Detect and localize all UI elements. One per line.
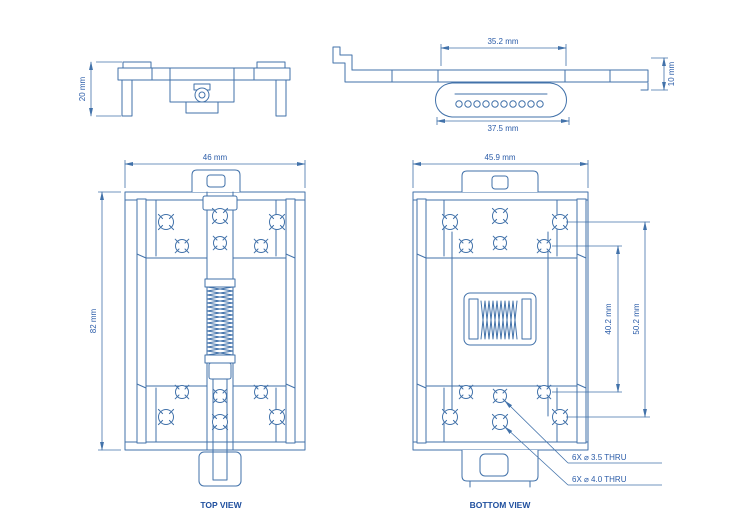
- hole-4-0: [551, 408, 569, 426]
- bottom-view-body: [412, 170, 589, 488]
- side-profile-outline: [332, 46, 649, 118]
- dim-label-bottom-width: 45.9 mm: [484, 153, 515, 162]
- dim-label-front-height: 20 mm: [78, 76, 87, 101]
- side-top-width-dimension: 35.2 mm: [440, 37, 567, 66]
- hole-4-0: [268, 408, 286, 426]
- top-view-height-dimension: 82 mm: [89, 191, 121, 451]
- spring-coil-horizontal: [463, 292, 537, 346]
- side-profile-view: 35.2 mm 37.5 mm 10 mm: [332, 37, 676, 133]
- bottom-view-outer-height-dimension: 50.2 mm: [566, 221, 650, 418]
- hole-callout-small-thru: 6X ⌀ 3.5 THRU: [504, 400, 662, 464]
- dim-label-side-height: 10 mm: [667, 61, 676, 86]
- hole-3-5: [212, 388, 228, 404]
- callout-label-3-5-thru: 6X ⌀ 3.5 THRU: [572, 453, 627, 462]
- hole-3-5: [536, 238, 552, 254]
- dim-label-side-top-width: 35.2 mm: [487, 37, 518, 46]
- top-view: 46 mm 82 mm TOP VIEW: [89, 153, 306, 510]
- bottom-view-inner-height-dimension: 40.2 mm: [552, 245, 622, 393]
- front-height-dimension: 20 mm: [78, 61, 122, 117]
- hole-callout-large-thru: 6X ⌀ 4.0 THRU: [504, 426, 662, 486]
- hole-4-0: [441, 408, 459, 426]
- dim-label-side-bottom-width: 37.5 mm: [487, 124, 518, 133]
- dim-label-outer-height: 50.2 mm: [632, 303, 641, 334]
- callout-label-4-0-thru: 6X ⌀ 4.0 THRU: [572, 475, 627, 484]
- hole-3-5: [253, 384, 269, 400]
- hole-3-5: [253, 238, 269, 254]
- hole-3-5: [212, 235, 228, 251]
- bottom-view-width-dimension: 45.9 mm: [412, 153, 589, 188]
- dim-label-top-width: 46 mm: [203, 153, 228, 162]
- dim-label-inner-height: 40.2 mm: [604, 303, 613, 334]
- bottom-view: 45.9 mm 40.2 mm 50.2 mm 6X ⌀ 3.5 THRU 6X…: [412, 153, 662, 510]
- side-height-dimension: 10 mm: [651, 57, 676, 91]
- bottom-view-label: BOTTOM VIEW: [470, 500, 532, 510]
- front-profile-outline: [117, 61, 291, 117]
- front-profile-view: 20 mm: [78, 61, 291, 117]
- hole-3-5: [174, 384, 190, 400]
- hole-3-5: [492, 235, 508, 251]
- hole-3-5: [458, 238, 474, 254]
- top-view-width-dimension: 46 mm: [124, 153, 306, 188]
- top-view-label: TOP VIEW: [200, 500, 242, 510]
- hole-4-0: [211, 207, 229, 225]
- side-bottom-width-dimension: 37.5 mm: [436, 117, 570, 133]
- hole-4-0: [211, 413, 229, 431]
- hole-4-0: [157, 408, 175, 426]
- spring-side-coils: [455, 100, 544, 108]
- hole-4-0: [491, 207, 509, 225]
- hole-4-0: [268, 213, 286, 231]
- hole-3-5: [458, 384, 474, 400]
- top-view-body: [124, 169, 306, 487]
- hole-3-5: [174, 238, 190, 254]
- hole-3-5: [536, 384, 552, 400]
- dim-label-top-height: 82 mm: [89, 308, 98, 333]
- hole-4-0: [157, 213, 175, 231]
- spring-coil-vertical: [204, 278, 236, 364]
- hole-3-5: [492, 388, 508, 404]
- hole-4-0: [441, 213, 459, 231]
- hole-4-0: [551, 213, 569, 231]
